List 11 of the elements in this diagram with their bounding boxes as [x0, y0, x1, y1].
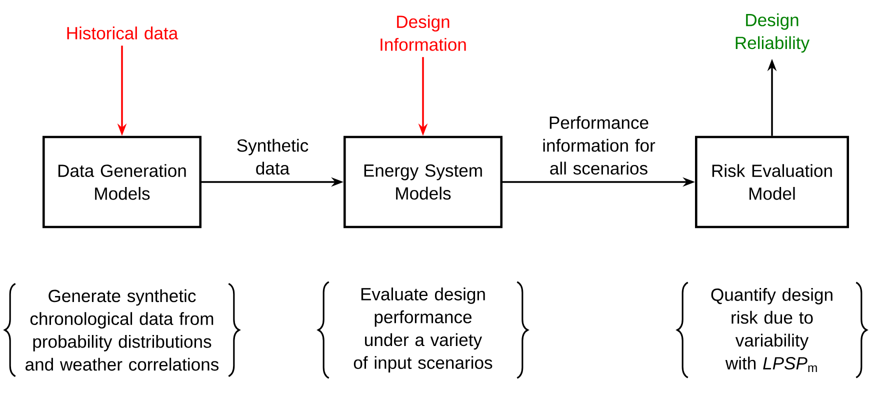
edge-label: Synthetic data — [237, 138, 308, 175]
process-box: Risk Evaluation Model — [695, 136, 849, 228]
process-box: Energy System Models — [344, 136, 502, 228]
edge-label: Performance information for all scenarios — [543, 116, 656, 175]
brace-note: Evaluate design performance under a variety of input scenarios — [318, 281, 528, 379]
output-label: Design Reliability — [736, 13, 810, 53]
input-label: Historical data — [67, 26, 178, 40]
input-label: Design Information — [380, 15, 466, 51]
brace-note: Quantify design risk due to variability with LPSP$_{m}$ — [676, 282, 868, 378]
process-box: Data Generation Models — [42, 136, 202, 228]
brace-note: Generate synthetic chronological data from probability distributions and weather correlations — [4, 282, 240, 377]
